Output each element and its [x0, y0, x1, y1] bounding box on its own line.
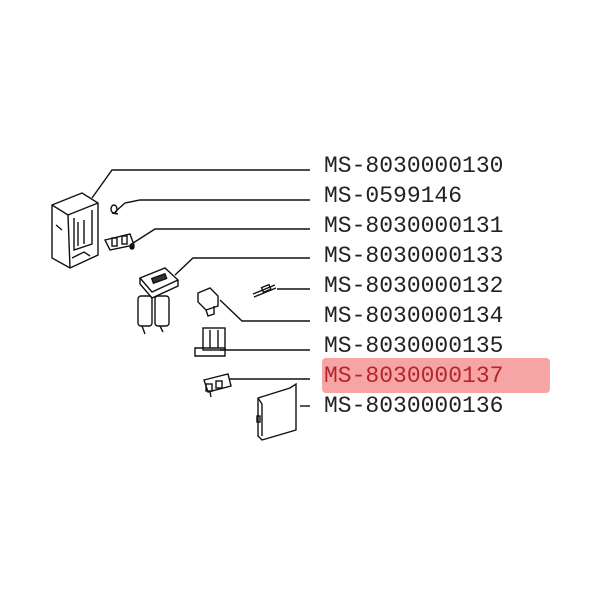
- leader-lines: [91, 169, 310, 407]
- part-0599146-spring-drawing: [110, 204, 119, 215]
- leader-line-133: [174, 257, 310, 276]
- leader-line-130: [91, 169, 310, 199]
- part-label-132[interactable]: MS-8030000132: [324, 273, 504, 299]
- part-130-housing-drawing: [51, 192, 99, 269]
- part-135-block-drawing: [194, 327, 226, 357]
- highlighted-part-box: [322, 358, 550, 393]
- part-134-connector-drawing: [197, 287, 219, 317]
- part-label-130[interactable]: MS-8030000130: [324, 153, 504, 179]
- part-131-bracket-drawing: [103, 233, 135, 251]
- leader-line-0599146: [114, 199, 310, 213]
- part-label-137-highlighted[interactable]: MS-8030000137: [324, 363, 504, 389]
- part-137-clip-drawing: [203, 373, 232, 398]
- leader-line-131: [129, 228, 310, 246]
- part-label-134[interactable]: MS-8030000134: [324, 303, 504, 329]
- part-label-131[interactable]: MS-8030000131: [324, 213, 504, 239]
- part-label-135[interactable]: MS-8030000135: [324, 333, 504, 359]
- part-132-pin-drawing: [252, 283, 277, 298]
- part-136-cover-drawing: [256, 382, 297, 441]
- part-label-0599146[interactable]: MS-0599146: [324, 183, 463, 209]
- part-label-136[interactable]: MS-8030000136: [324, 393, 504, 419]
- part-133-switch-drawing: [137, 267, 180, 335]
- leader-line-134: [219, 299, 310, 322]
- part-label-133[interactable]: MS-8030000133: [324, 243, 504, 269]
